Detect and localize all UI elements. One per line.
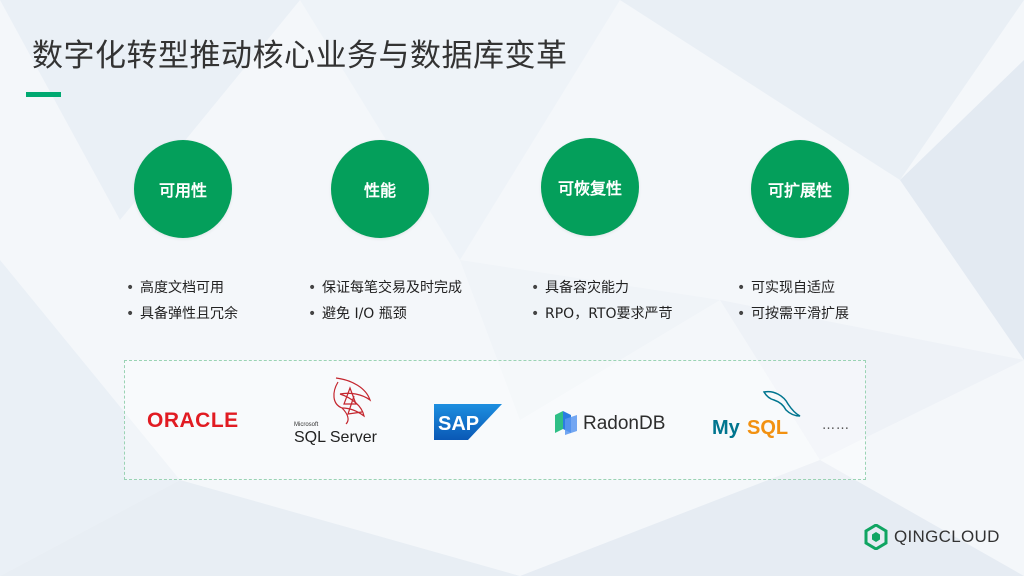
sql-server-text: SQL Server	[294, 429, 378, 446]
qingcloud-brand: QINGCLOUD	[864, 524, 1000, 550]
pillar-availability-list: •高度文档可用 •具备弹性且冗余	[126, 275, 238, 327]
sap-text: SAP	[438, 413, 479, 435]
list-item: •可实现自适应	[737, 280, 835, 296]
pillar-scalability-list: •可实现自适应 •可按需平滑扩展	[737, 275, 849, 327]
list-item-text: 可实现自适应	[751, 280, 835, 296]
list-item: •RPO，RTO要求严苛	[531, 306, 673, 322]
oracle-logo: ORACLE	[147, 409, 239, 432]
pillar-recoverability-list: •具备容灾能力 •RPO，RTO要求严苛	[531, 275, 672, 327]
list-item: •保证每笔交易及时完成	[308, 280, 462, 296]
pillar-recoverability: 可恢复性	[541, 138, 639, 236]
list-item: •具备弹性且冗余	[126, 306, 238, 322]
qingcloud-icon	[864, 524, 888, 550]
sql-server-logo: Microsoft SQL Server	[294, 377, 378, 446]
list-item-text: 具备容灾能力	[545, 280, 629, 296]
list-item: •具备容灾能力	[531, 280, 629, 296]
list-item-text: 可按需平滑扩展	[751, 306, 849, 322]
list-item-text: 避免 I/O 瓶颈	[322, 306, 407, 322]
brand-text: QINGCLOUD	[894, 527, 1000, 546]
sql-server-small-text: Microsoft	[294, 422, 319, 428]
more-indicator: ……	[822, 418, 850, 433]
list-item: •避免 I/O 瓶颈	[308, 306, 407, 322]
pillar-availability: 可用性	[134, 140, 232, 238]
mysql-sql-text: SQL	[747, 417, 788, 439]
dolphin-icon	[762, 390, 801, 417]
pillar-performance-list: •保证每笔交易及时完成 •避免 I/O 瓶颈	[308, 275, 462, 327]
pillar-performance: 性能	[331, 140, 429, 238]
list-item: •可按需平滑扩展	[737, 306, 849, 322]
list-item-text: RPO，RTO要求严苛	[545, 306, 673, 322]
database-logo-strip	[124, 360, 866, 480]
list-item-text: 具备弹性且冗余	[140, 306, 238, 322]
list-item: •高度文档可用	[126, 280, 224, 296]
radondb-icon	[555, 411, 577, 435]
list-item-text: 保证每笔交易及时完成	[322, 280, 462, 296]
title-underline	[26, 92, 61, 97]
list-item-text: 高度文档可用	[140, 280, 224, 296]
mysql-my-text: My	[712, 417, 741, 439]
mysql-logo: My SQL	[712, 390, 801, 439]
sap-logo: SAP	[434, 404, 502, 440]
radondb-text: RadonDB	[583, 413, 666, 434]
pillar-scalability: 可扩展性	[751, 140, 849, 238]
page-title: 数字化转型推动核心业务与数据库变革	[32, 38, 568, 74]
radondb-logo: RadonDB	[553, 409, 665, 441]
